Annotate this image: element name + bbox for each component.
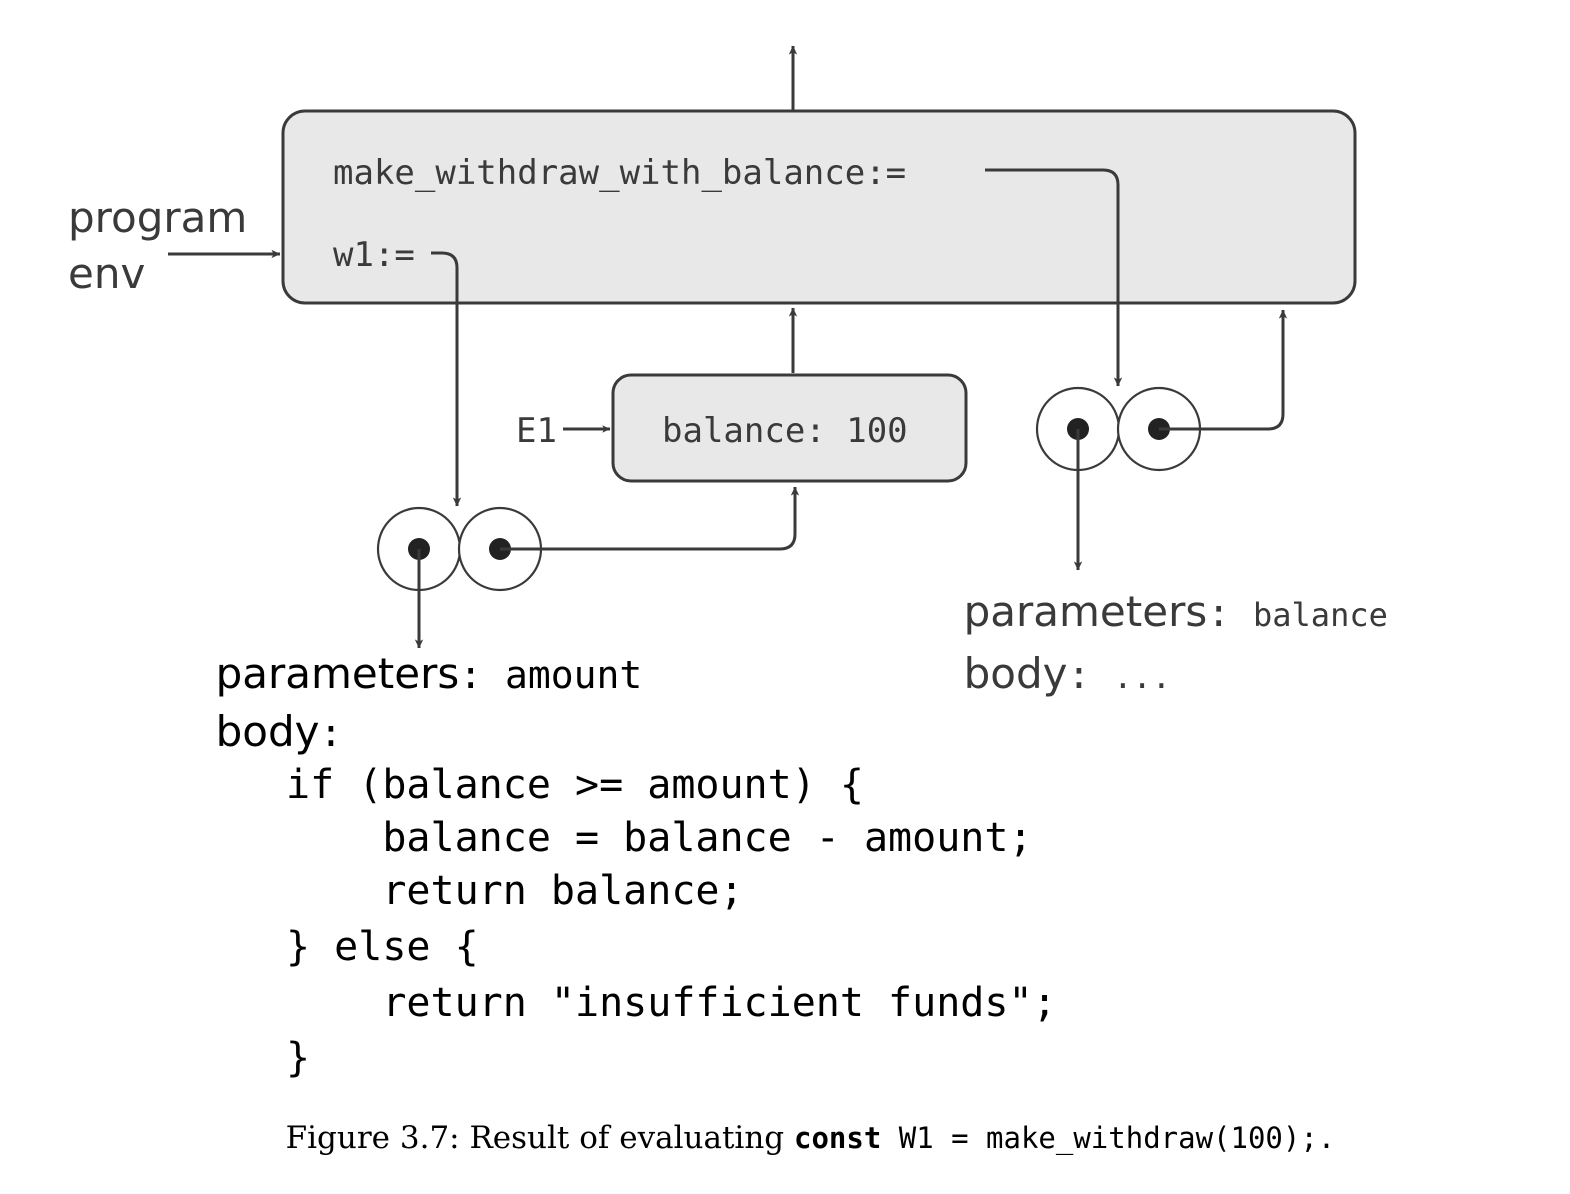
right-function-body-line: body: ... [928,649,1196,698]
right-function-body-value: ... [1113,658,1171,696]
right-function-parameters-colon: : [1207,591,1253,635]
e1-frame-box [611,373,968,483]
global-env-frame [281,109,1357,305]
figure-caption: Figure 3.7: Result of evaluating const W… [250,1120,1361,1156]
binding-label-w1: w1:= [333,235,415,275]
binding-pointer-make-withdraw-with-balance [985,168,1123,387]
right-function-body-label: body [964,649,1068,698]
body-code-line-1: if (balance >= amount) { [286,762,864,808]
global-env-frame-box [281,109,1357,305]
body-code-line-4: } else { [286,924,479,970]
e1-label: E1 [516,411,557,451]
right-function-parameters-label: parameters [964,587,1208,636]
right-function-parameters-value: balance [1253,596,1388,634]
program-env-label-line2: env [68,249,145,298]
e1-frame [611,373,968,483]
body-code-line-6: } [286,1035,310,1081]
function-object-left [376,506,543,592]
body-code-line-3: return balance; [286,868,744,914]
left-function-parameters-label: parameters [216,649,460,698]
function-object-right-env-arrow [1159,309,1288,431]
e1-binding-balance: balance: 100 [662,411,908,451]
left-function-parameters-line: parameters: amount [180,649,668,698]
figure-caption-prefix: Figure 3.7: Result of evaluating [286,1120,794,1156]
left-function-body-label: body [216,707,320,756]
right-function-parameters-line: parameters: balance [928,587,1413,636]
body-code-line-5: return "insufficient funds"; [286,980,1057,1026]
program-env-label-line1: program [68,193,247,242]
body-code-line-2: balance = balance - amount; [286,815,1033,861]
left-function-body-line: body: [180,707,368,756]
binding-pointer-w1 [431,251,462,507]
left-function-parameters-colon: : [459,653,505,697]
left-function-body-colon: : [319,711,342,755]
figure-caption-code: W1 = make_withdraw(100);. [881,1121,1335,1156]
function-object-left-env-arrow [500,486,800,551]
left-function-parameters-value: amount [505,653,642,697]
right-function-body-colon: : [1067,653,1113,697]
figure-caption-const-keyword: const [794,1121,881,1155]
binding-label-make-withdraw-with-balance: make_withdraw_with_balance:= [333,153,906,193]
